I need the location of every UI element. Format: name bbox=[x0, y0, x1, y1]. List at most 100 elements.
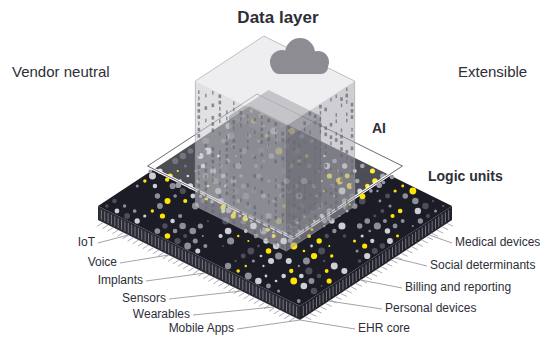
chip-pin-stripe bbox=[385, 251, 386, 261]
chip-dot bbox=[268, 258, 274, 264]
leader-line bbox=[429, 235, 452, 243]
chip-pin-stripe bbox=[256, 286, 257, 296]
chip-dot bbox=[442, 205, 445, 208]
chip-dot bbox=[260, 255, 263, 258]
chip-dot bbox=[299, 274, 304, 279]
binary-mark bbox=[299, 175, 300, 179]
binary-mark bbox=[304, 228, 305, 232]
chip-dot bbox=[317, 274, 322, 279]
logic-dot bbox=[382, 181, 386, 185]
chip-pin-stripe bbox=[319, 295, 320, 305]
chip-pin-stripe bbox=[239, 278, 240, 288]
binary-mark bbox=[212, 172, 213, 176]
binary-mark bbox=[281, 157, 284, 161]
chip-dot bbox=[133, 209, 137, 213]
chip-dot bbox=[422, 203, 429, 210]
binary-mark bbox=[226, 192, 229, 196]
chip-pin bbox=[239, 293, 245, 297]
leader-line bbox=[361, 280, 402, 288]
binary-mark bbox=[226, 117, 227, 121]
chip-pin bbox=[310, 313, 316, 316]
chip-pin-stripe bbox=[366, 265, 367, 275]
chip-dot bbox=[124, 213, 130, 219]
leader-line bbox=[146, 273, 205, 281]
chip-pin-stripe bbox=[104, 211, 105, 221]
binary-mark bbox=[261, 215, 262, 219]
binary-mark bbox=[298, 194, 301, 198]
chip-pin-stripe bbox=[249, 283, 250, 293]
binary-mark bbox=[288, 132, 289, 136]
chip-pin-stripe bbox=[286, 301, 287, 311]
binary-mark bbox=[274, 122, 277, 126]
binary-mark bbox=[314, 140, 315, 144]
chip-pin-stripe bbox=[372, 260, 373, 270]
chip-pin bbox=[183, 265, 189, 269]
chip-pin-stripe bbox=[379, 256, 380, 266]
binary-mark bbox=[330, 167, 331, 171]
chip-dot bbox=[328, 245, 330, 247]
chip-pin bbox=[168, 258, 174, 262]
chip-pin-stripe bbox=[135, 226, 136, 236]
binary-mark bbox=[335, 138, 338, 142]
chip-pin-stripe bbox=[101, 210, 102, 220]
chip-pin-stripe bbox=[399, 243, 400, 253]
binary-mark bbox=[293, 210, 294, 214]
chip-pin-stripe bbox=[412, 234, 413, 244]
binary-mark bbox=[351, 147, 354, 151]
chip-pin-stripe bbox=[323, 293, 324, 303]
chip-pin-stripe bbox=[148, 233, 149, 243]
chip-dot bbox=[277, 289, 280, 292]
chip-dot bbox=[115, 209, 120, 214]
binary-mark bbox=[288, 138, 289, 142]
chip-dot bbox=[252, 259, 255, 262]
chip-dot bbox=[372, 248, 378, 254]
chip-dot bbox=[356, 249, 359, 252]
binary-mark bbox=[253, 218, 256, 222]
chip-pin-stripe bbox=[442, 215, 443, 225]
binary-mark bbox=[281, 132, 284, 136]
chip-pin-stripe bbox=[128, 223, 129, 233]
binary-mark bbox=[320, 205, 321, 209]
binary-mark bbox=[261, 165, 262, 169]
leader-line bbox=[329, 301, 382, 309]
chip-pin-stripe bbox=[402, 241, 403, 251]
binary-mark bbox=[205, 188, 208, 192]
binary-mark bbox=[319, 124, 322, 128]
binary-mark bbox=[341, 103, 342, 107]
binary-mark bbox=[304, 128, 305, 132]
leader-line bbox=[169, 291, 241, 299]
chip-pin bbox=[178, 263, 184, 267]
binary-mark bbox=[212, 160, 215, 164]
binary-mark bbox=[335, 207, 338, 211]
chip-pin bbox=[341, 293, 347, 296]
binary-mark bbox=[212, 153, 215, 157]
chip-pin-stripe bbox=[376, 258, 377, 268]
chip-dot bbox=[225, 263, 231, 269]
chip-pin-stripe bbox=[316, 297, 317, 307]
chip-pin-stripe bbox=[259, 288, 260, 298]
chip-pin bbox=[138, 243, 144, 247]
chip-pin-stripe bbox=[329, 288, 330, 298]
binary-mark bbox=[198, 165, 201, 169]
chip-pin bbox=[203, 275, 209, 279]
chip-pin-stripe bbox=[155, 236, 156, 246]
chip-dot bbox=[412, 225, 414, 227]
chip-pin-stripe bbox=[425, 225, 426, 235]
chip-dot bbox=[183, 199, 187, 203]
chip-dot bbox=[368, 230, 371, 233]
chip-pin-stripe bbox=[349, 275, 350, 285]
binary-mark bbox=[298, 219, 301, 223]
chip-dot bbox=[202, 235, 204, 237]
binary-mark bbox=[260, 128, 263, 132]
chip-pin-stripe bbox=[205, 261, 206, 271]
binary-mark bbox=[247, 115, 248, 119]
binary-mark bbox=[309, 218, 310, 222]
binary-mark bbox=[219, 94, 222, 98]
chip-pin bbox=[259, 303, 265, 307]
chip-pin-stripe bbox=[359, 269, 360, 279]
binary-mark bbox=[226, 135, 227, 139]
binary-mark bbox=[288, 176, 291, 180]
chip-dot bbox=[376, 190, 379, 193]
binary-mark bbox=[320, 111, 321, 115]
chip-pin bbox=[213, 280, 219, 284]
